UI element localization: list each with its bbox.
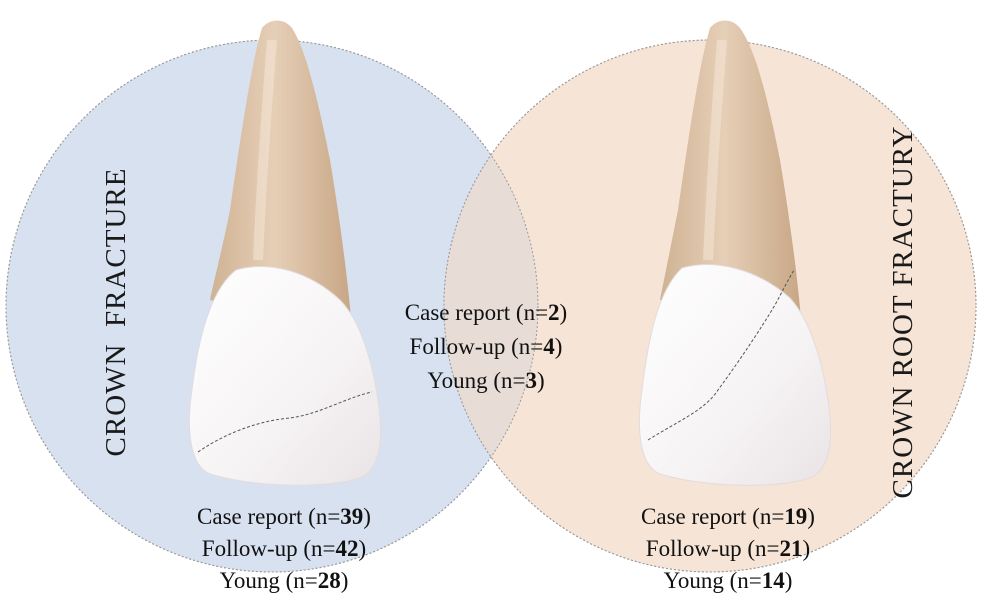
left-set-title: CROWN FRACTURE (100, 168, 132, 457)
right-follow-up: Follow-up (n=21) (646, 536, 810, 561)
overlap-young: Young (n=3) (427, 368, 544, 393)
right-case-report: Case report (n=19) (641, 504, 815, 529)
left-case-report: Case report (n=39) (197, 504, 371, 529)
overlap-case-report: Case report (n=2) (405, 300, 567, 325)
overlap-stats: Case report (n=2) Follow-up (n=4) Young … (405, 300, 567, 393)
right-set-title: CROWN ROOT FRACTURY (887, 126, 919, 499)
left-follow-up: Follow-up (n=42) (202, 536, 366, 561)
left-young: Young (n=28) (220, 568, 349, 593)
overlap-follow-up: Follow-up (n=4) (410, 334, 563, 359)
right-set-stats: Case report (n=19) Follow-up (n=21) Youn… (641, 504, 815, 593)
right-young: Young (n=14) (664, 568, 793, 593)
left-set-stats: Case report (n=39) Follow-up (n=42) Youn… (197, 504, 371, 593)
